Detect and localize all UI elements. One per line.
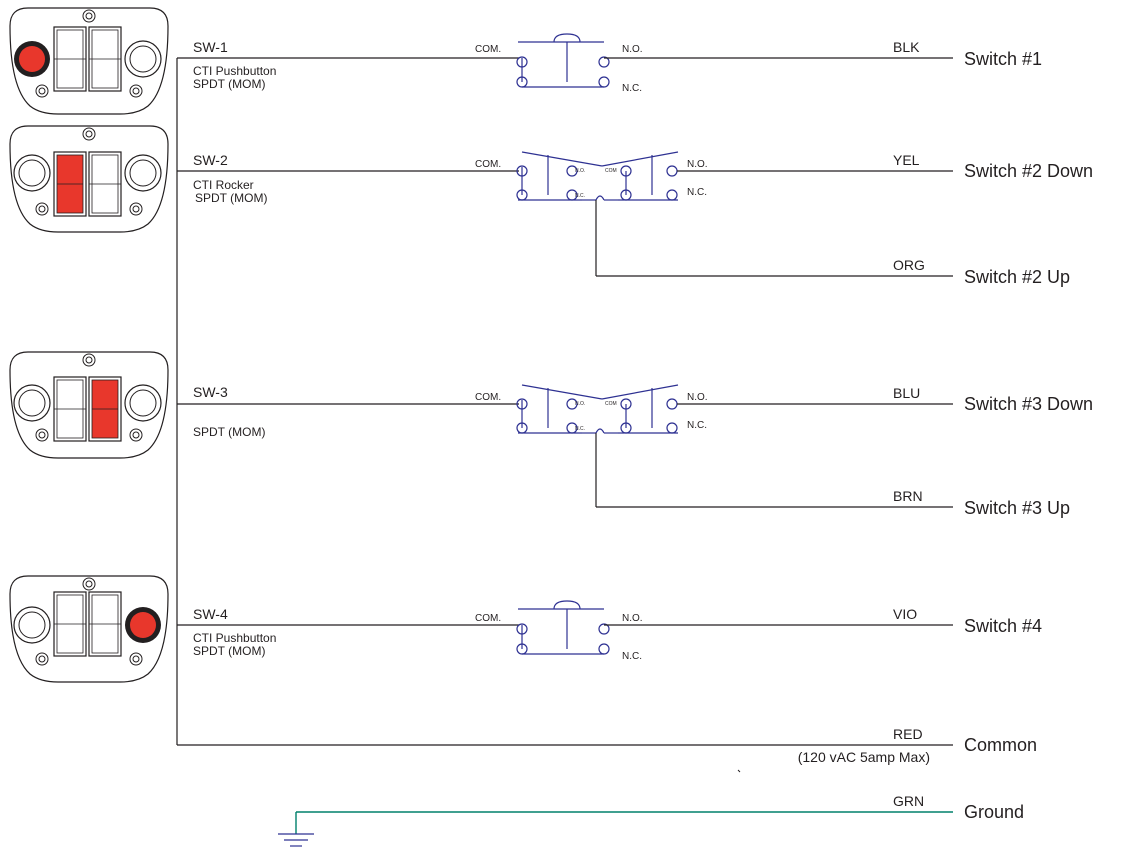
common-wire-color: RED	[893, 726, 923, 742]
sw4-output: Switch #4	[964, 616, 1042, 636]
ground-output: Ground	[964, 802, 1024, 822]
sw2-id: SW-2	[193, 152, 228, 168]
ground-wire-color: GRN	[893, 793, 924, 809]
sw4-desc1: CTI Pushbutton	[193, 631, 276, 645]
sw2-output-2: Switch #2 Up	[964, 267, 1070, 287]
panel-sw1-icon	[9, 7, 169, 115]
sw2-output: Switch #2 Down	[964, 161, 1093, 181]
sw3-com-label: COM.	[475, 392, 501, 403]
sw2-nc-label: N.C.	[687, 187, 707, 198]
sw2-nc-small: N.C.	[575, 193, 585, 199]
sw1-no-label: N.O.	[622, 44, 643, 55]
common-output: Common	[964, 735, 1037, 755]
sw2-com-small: COM	[605, 168, 617, 174]
sw2-no-label: N.O.	[687, 159, 708, 170]
sw2-com-label: COM.	[475, 159, 501, 170]
sw2-desc1: CTI Rocker	[193, 178, 254, 192]
sw3-nc-small: N.C.	[575, 426, 585, 432]
panel-sw4-icon	[9, 575, 169, 683]
sw3-output-2: Switch #3 Up	[964, 498, 1070, 518]
ground-circuit: GRN Ground	[278, 793, 1024, 847]
sw1-com-label: COM.	[475, 44, 501, 55]
sw2-circuit: SW-2 CTI Rocker SPDT (MOM) COM. N.O. N.C…	[177, 151, 1093, 287]
sw4-id: SW-4	[193, 606, 228, 622]
common-rating: (120 vAC 5amp Max)	[798, 749, 930, 765]
sw3-no-small: N.O.	[575, 401, 585, 407]
panel-sw2-icon	[9, 125, 169, 233]
sw2-no-small: N.O.	[575, 168, 585, 174]
sw4-wire-color: VIO	[893, 606, 917, 622]
sw1-nc-label: N.C.	[622, 83, 642, 94]
sw3-id: SW-3	[193, 384, 228, 400]
sw3-com-small: COM	[605, 401, 617, 407]
sw3-output: Switch #3 Down	[964, 394, 1093, 414]
sw4-com-label: COM.	[475, 613, 501, 624]
sw4-nc-label: N.C.	[622, 651, 642, 662]
panel-sw3-icon	[9, 351, 169, 459]
sw1-id: SW-1	[193, 39, 228, 55]
sw3-circuit: SW-3 SPDT (MOM) COM. N.O. N.C. COM N.O. …	[177, 384, 1093, 518]
sw3-nc-label: N.C.	[687, 420, 707, 431]
sw1-desc2: SPDT (MOM)	[193, 77, 265, 91]
sw3-wire-color-2: BRN	[893, 488, 923, 504]
sw1-wire-color: BLK	[893, 39, 920, 55]
sw4-circuit: SW-4 CTI Pushbutton SPDT (MOM) COM. N.O.…	[177, 600, 1042, 662]
sw2-wire-color: YEL	[893, 152, 920, 168]
sw3-no-label: N.O.	[687, 392, 708, 403]
sw3-wire-color: BLU	[893, 385, 920, 401]
sw4-desc2: SPDT (MOM)	[193, 644, 265, 658]
sw3-desc2: SPDT (MOM)	[193, 425, 265, 439]
sw2-desc2: SPDT (MOM)	[195, 191, 267, 205]
ground-icon	[278, 833, 314, 847]
sw1-circuit: SW-1 CTI Pushbutton SPDT (MOM) COM. N.O.…	[177, 33, 1042, 94]
sw2-wire-color-2: ORG	[893, 257, 925, 273]
sw1-output: Switch #1	[964, 49, 1042, 69]
common-circuit: RED (120 vAC 5amp Max) Common	[737, 726, 1037, 773]
sw1-desc1: CTI Pushbutton	[193, 64, 276, 78]
sw4-no-label: N.O.	[622, 613, 643, 624]
